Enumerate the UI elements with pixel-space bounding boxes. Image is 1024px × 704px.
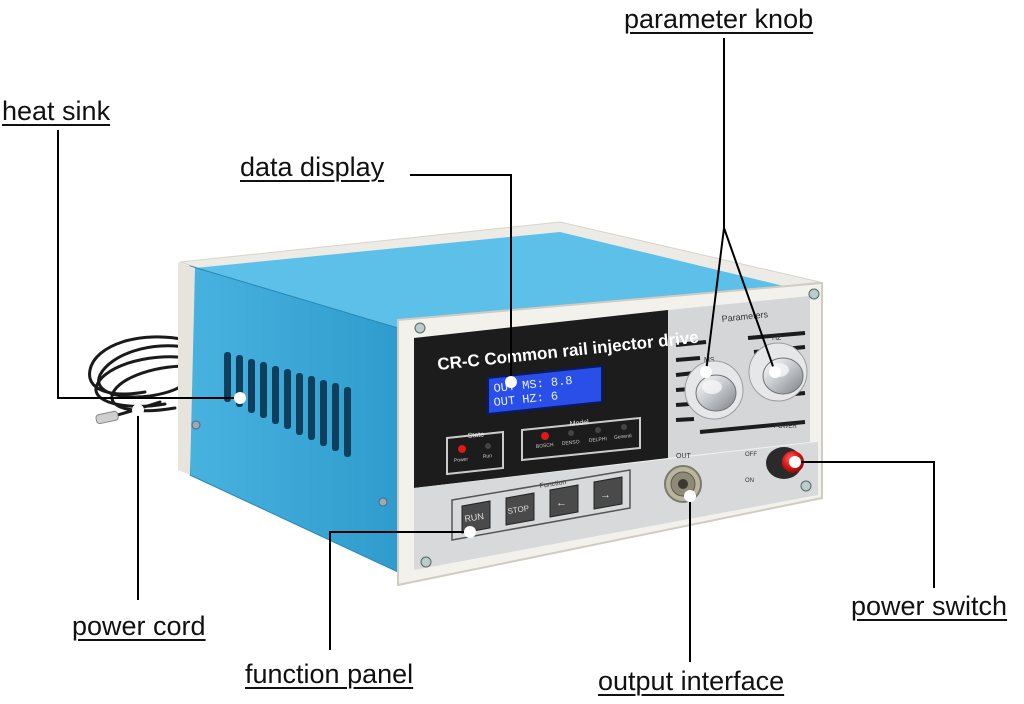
front-screw: [414, 322, 426, 334]
leader-dots: [132, 366, 801, 538]
side-screw: [378, 497, 388, 507]
run-button-label: RUN: [464, 511, 485, 524]
ms-knob[interactable]: [684, 360, 744, 420]
run-led: [485, 443, 491, 449]
callout-function-panel: function panel: [245, 659, 414, 689]
model-bosch: BOSCH: [536, 442, 555, 450]
lcd-line-2: OUT HZ: 6: [493, 389, 559, 410]
case-back-edge: [178, 262, 195, 475]
power-led: [458, 445, 466, 453]
callout-data-display: data display: [240, 152, 385, 182]
callout-power-cord: power cord: [72, 611, 206, 641]
lcd-screen: [487, 364, 603, 416]
function-box: [451, 469, 631, 541]
front-screw: [420, 556, 432, 568]
state-box: [446, 430, 504, 476]
cord-plug: [95, 410, 119, 425]
model-led-general: [621, 424, 627, 430]
model-box: [521, 416, 641, 462]
model-general: General: [614, 433, 632, 441]
left-arrow-icon: ←: [556, 497, 567, 509]
state-label: State: [467, 431, 484, 440]
leader-lines: [57, 38, 935, 662]
stop-button[interactable]: STOP: [505, 492, 535, 526]
front-screw: [800, 480, 812, 492]
run-led-label: Run: [483, 453, 493, 460]
power-led-label: Power: [454, 457, 469, 464]
heat-sink-vents: [224, 352, 351, 457]
run-button[interactable]: RUN: [461, 500, 491, 534]
model-label: Model: [569, 419, 589, 428]
lower-panel: [414, 442, 818, 570]
off-label: OFF: [745, 452, 757, 458]
knob-hz-label: HZ: [772, 335, 782, 342]
model-delphi: DELPHI: [589, 436, 608, 444]
power-cord: [88, 335, 194, 422]
on-label: ON: [745, 478, 754, 484]
callout-output-interface: output interface: [598, 666, 785, 696]
function-label: Function: [539, 479, 567, 490]
callout-power-switch: power switch: [851, 591, 1008, 621]
case-top-blue: [195, 232, 792, 328]
side-screw: [191, 420, 201, 430]
model-denso: DENSO: [562, 439, 580, 447]
right-arrow-icon: →: [600, 489, 611, 501]
model-led-bosch: [541, 432, 549, 440]
left-arrow-button[interactable]: ←: [549, 484, 579, 518]
model-led-delphi: [595, 427, 601, 433]
model-led-denso: [568, 430, 574, 436]
knob-ms-label: MS: [704, 357, 715, 364]
stop-button-label: STOP: [507, 504, 530, 516]
callout-heat-sink: heat sink: [2, 96, 111, 126]
right-arrow-button[interactable]: →: [593, 476, 623, 510]
out-label: OUT: [676, 453, 692, 460]
callout-parameter-knob: parameter knob: [624, 4, 814, 34]
front-screw: [808, 288, 820, 300]
power-label: POWER: [774, 424, 797, 430]
